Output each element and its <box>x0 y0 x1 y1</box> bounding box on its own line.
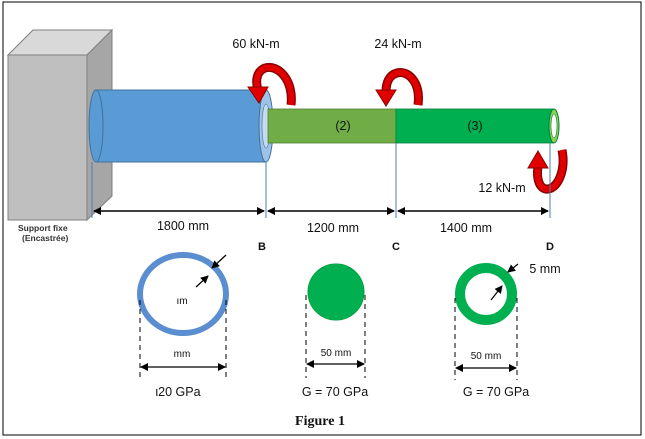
dimension-label-1: 1800 mm <box>157 219 209 233</box>
section-3-width-label: 50 mm <box>471 351 502 362</box>
section-1-width-label: mm <box>174 349 191 360</box>
point-label-c: C <box>392 241 400 253</box>
segment-2-label: (2) <box>335 119 350 133</box>
dimension-label-3: 1400 mm <box>440 221 492 235</box>
cross-section-2 <box>305 263 366 378</box>
section-2-width-label: 50 mm <box>321 348 352 359</box>
figure-caption: Figure 1 <box>295 414 345 429</box>
torque-arrow-b-icon <box>247 62 296 106</box>
dimension-label-2: 1200 mm <box>307 221 359 235</box>
section-1-modulus: ι20 GPa <box>155 385 200 399</box>
section-3-thickness-label: 5 mm <box>529 262 560 276</box>
cross-section-1 <box>137 252 229 378</box>
support-label: Support fixe <box>18 223 68 233</box>
shaft-segment-1 <box>88 89 274 163</box>
section-3-modulus: G = 70 GPa <box>463 385 529 399</box>
point-label-b: B <box>258 241 266 253</box>
torque-label-d: 12 kN-m <box>478 181 525 195</box>
torque-arrow-c-icon <box>375 68 423 107</box>
shaft-segment-2 <box>267 108 397 144</box>
torque-arrow-d-icon <box>527 149 568 194</box>
cross-section-3 <box>454 263 519 380</box>
section-2-modulus: G = 70 GPa <box>302 385 368 399</box>
segment-3-label: (3) <box>467 119 482 133</box>
torque-label-b: 60 kN-m <box>232 37 279 51</box>
support-sublabel: (Encastrée) <box>22 233 68 243</box>
shaft-segment-3 <box>395 108 560 144</box>
section-1-inner-label: ım <box>176 296 187 307</box>
torque-label-c: 24 kN-m <box>374 37 421 51</box>
point-label-d: D <box>546 241 554 253</box>
